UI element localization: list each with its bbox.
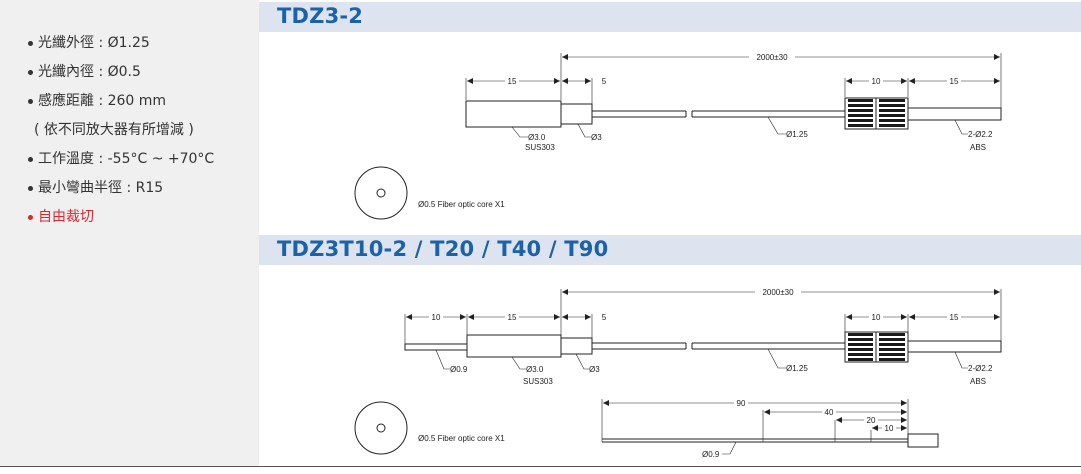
spec-sidebar: 光纖外徑 : Ø1.25 光纖內徑 : Ø0.5 感應距離 : 260 mm (… — [0, 0, 259, 466]
spec-item-fiber-inner-dia: 光纖內徑 : Ø0.5 — [28, 61, 214, 90]
needle-length-detail: 90 40 20 10 Ø0.9 — [601, 398, 939, 459]
bullet-icon — [28, 99, 33, 104]
spec-text: 感應距離 : 260 mm — [38, 93, 167, 109]
dim-step-label: 5 — [602, 77, 607, 86]
bullet-icon — [28, 41, 33, 46]
dim-sleeve-label: 10 — [872, 77, 881, 86]
step-section — [560, 103, 593, 125]
callout-tip-material: SUS303 — [523, 377, 553, 386]
dim-total-label: 2000±30 — [762, 288, 794, 297]
bullet-icon — [28, 215, 33, 220]
spec-item-sensing-distance: 感應距離 : 260 mm — [28, 90, 214, 119]
callout-step-dia: Ø3 — [591, 133, 602, 142]
detail-len-20: 20 — [867, 416, 876, 425]
stainless-tip — [465, 100, 562, 128]
callout-end-dia: 2-Ø2.2 — [968, 130, 993, 139]
bottom-rule — [0, 466, 1081, 467]
core-label: Ø0.5 Fiber optic core X1 — [418, 200, 505, 209]
callout-fiber-dia: Ø1.25 — [786, 130, 808, 139]
dim-end-label: 15 — [950, 77, 959, 86]
dim-total-label: 2000±30 — [756, 53, 788, 62]
core-label: Ø0.5 Fiber optic core X1 — [418, 434, 505, 443]
detail-len-90: 90 — [737, 399, 746, 408]
callout-tip-dia: Ø3.0 — [528, 133, 546, 142]
spec-item-operating-temperature: 工作溫度 : -55°C ~ +70°C — [28, 148, 214, 177]
callout-fiber-dia: Ø1.25 — [786, 364, 808, 373]
detail-len-40: 40 — [825, 408, 834, 417]
dim-tip-label: 15 — [508, 77, 517, 86]
stainless-tip — [466, 334, 562, 358]
callout-needle-dia: Ø0.9 — [450, 365, 468, 374]
bullet-icon — [28, 186, 33, 191]
core-cross-section — [354, 401, 408, 455]
bullet-icon — [28, 157, 33, 162]
spec-text: 最小彎曲半徑 : R15 — [38, 180, 164, 196]
needle-tip — [404, 343, 468, 351]
core-cross-section — [354, 166, 408, 220]
abs-end — [907, 340, 1002, 353]
spec-item-free-cut: 自由裁切 — [28, 206, 214, 235]
spec-item-bend-radius: 最小彎曲半徑 : R15 — [28, 177, 214, 206]
step-section — [560, 337, 593, 355]
dim-step-label: 5 — [602, 313, 607, 322]
knurled-sleeve — [844, 331, 909, 363]
dim-tip-label: 15 — [508, 313, 517, 322]
dim-needle-label: 10 — [432, 313, 441, 322]
section2-title: TDZ3T10-2 / T20 / T40 / T90 — [277, 237, 609, 261]
section1-drawing: 2000±30 15 5 10 15 — [354, 52, 1002, 220]
spec-item-distance-note: ( 依不同放大器有所增減 ) — [28, 119, 214, 148]
knurled-sleeve — [844, 97, 909, 130]
spec-item-fiber-outer-dia: 光纖外徑 : Ø1.25 — [28, 32, 214, 61]
dim-sleeve-label: 10 — [872, 313, 881, 322]
spec-text: ( 依不同放大器有所增減 ) — [34, 122, 194, 138]
callout-tip-material: SUS303 — [525, 143, 555, 152]
section1-title: TDZ3-2 — [277, 4, 364, 28]
detail-len-10: 10 — [885, 424, 894, 433]
abs-end — [907, 107, 1002, 121]
callout-end-dia: 2-Ø2.2 — [968, 364, 993, 373]
detail-needle-dia: Ø0.9 — [702, 450, 720, 459]
callout-tip-dia: Ø3.0 — [526, 365, 544, 374]
callout-end-material: ABS — [970, 377, 986, 386]
section2-drawing: 2000±30 10 15 5 10 15 — [354, 287, 1002, 459]
callout-step-dia: Ø3 — [589, 365, 600, 374]
spec-text: 自由裁切 — [38, 209, 94, 225]
spec-text: 光纖外徑 : Ø1.25 — [38, 35, 150, 51]
dim-end-label: 15 — [950, 313, 959, 322]
callout-end-material: ABS — [970, 143, 986, 152]
section1-title-band: TDZ3-2 — [259, 2, 1081, 32]
spec-text: 光纖內徑 : Ø0.5 — [38, 64, 141, 80]
bullet-icon — [28, 70, 33, 75]
spec-list: 光纖外徑 : Ø1.25 光纖內徑 : Ø0.5 感應距離 : 260 mm (… — [28, 32, 214, 235]
section2-title-band: TDZ3T10-2 / T20 / T40 / T90 — [259, 235, 1081, 265]
spec-text: 工作溫度 : -55°C ~ +70°C — [38, 151, 215, 167]
